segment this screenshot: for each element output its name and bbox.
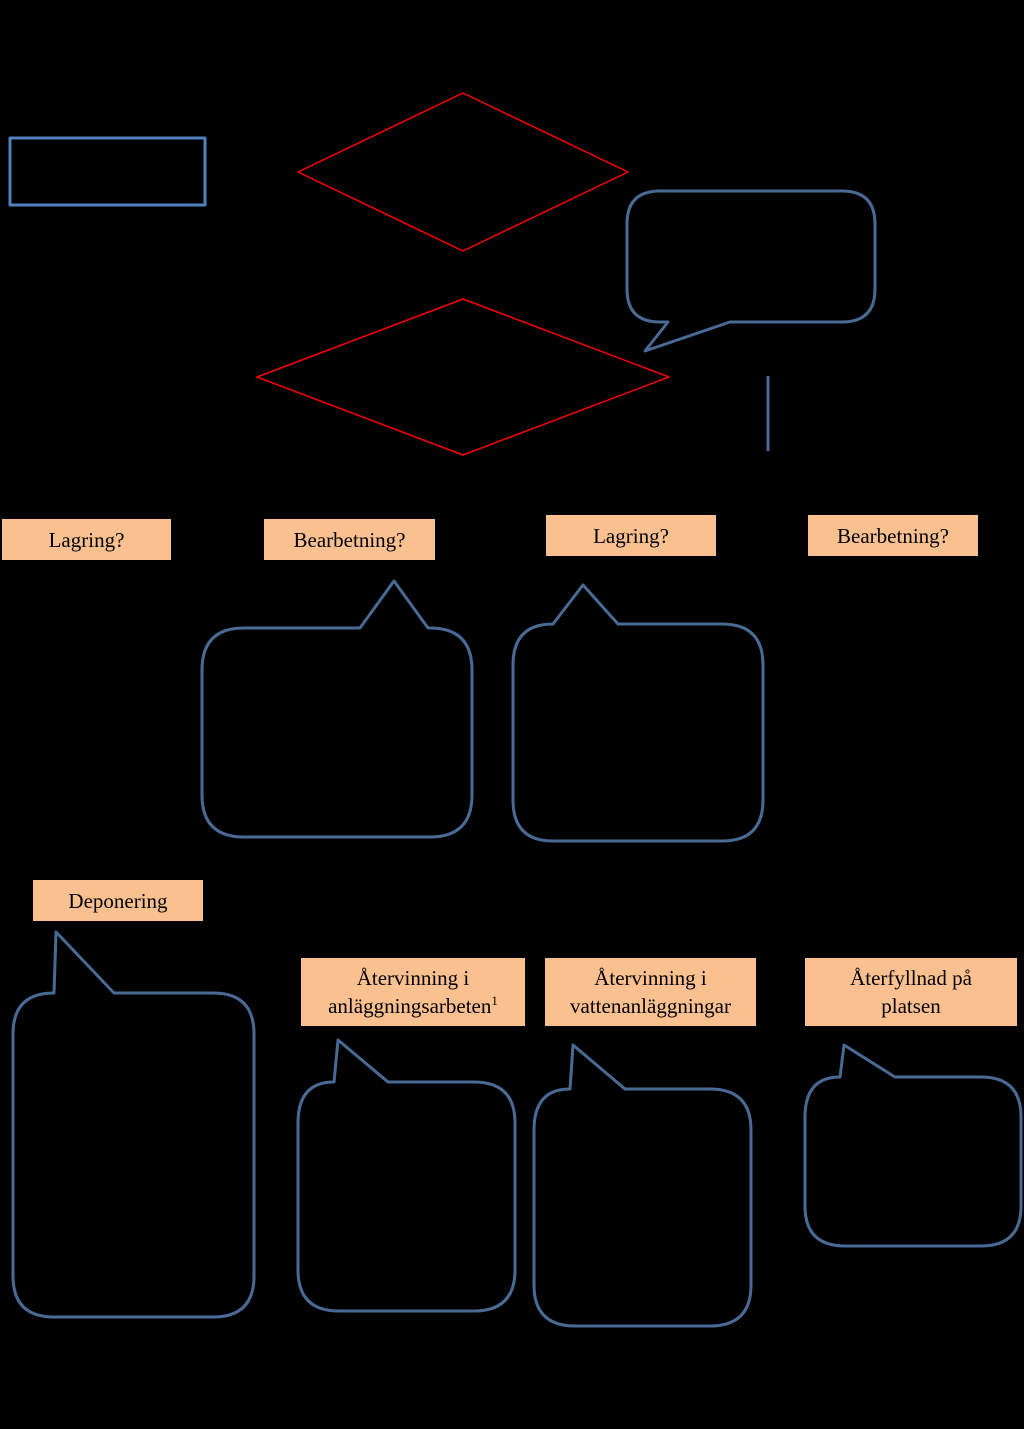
label-box-lagring-2 <box>546 515 716 556</box>
label-box-deponering <box>33 880 203 921</box>
lagring-label-right: Lagring? <box>546 515 716 556</box>
atervinning-anlaggning-line-2: anläggningsarbeten <box>328 994 492 1018</box>
footnote-marker: 1 <box>491 993 498 1008</box>
lagring-text-right: Lagring? <box>593 523 669 548</box>
callout-deponering <box>11 930 256 1319</box>
callout-middle-right <box>511 583 765 843</box>
callout-aterfyllnad <box>803 1043 1023 1248</box>
deponering-label: Deponering <box>33 880 203 921</box>
bearbetning-text-left: Bearbetning? <box>293 527 406 552</box>
aterfyllnad-line-2: platsen <box>881 994 941 1018</box>
atervinning-vatten-line-1: Återvinning i <box>594 966 707 990</box>
decision-diamond-top <box>297 92 629 252</box>
start-rectangle <box>8 136 207 207</box>
atervinning-vatten-line-2: vattenanläggningar <box>570 994 731 1018</box>
deponering-text: Deponering <box>68 888 168 913</box>
aterfyllnad-label: Återfyllnad på platsen <box>805 958 1017 1026</box>
bearbetning-label-right: Bearbetning? <box>808 515 978 556</box>
decision-diamond-middle <box>256 298 670 456</box>
bearbetning-text-right: Bearbetning? <box>837 523 949 548</box>
atervinning-anlaggning-line-1: Återvinning i <box>356 966 470 990</box>
label-box-atervinning-vatten <box>545 958 756 1026</box>
callout-top-right <box>625 189 877 353</box>
atervinning-anlaggning-text: Återvinning i anläggningsarbeten1 <box>328 964 498 1020</box>
label-box-lagring-1 <box>2 519 171 560</box>
atervinning-vatten-text: Återvinning i vattenanläggningar <box>570 964 731 1020</box>
callout-atervinning-vatten <box>532 1043 753 1328</box>
lagring-text-left: Lagring? <box>48 527 125 552</box>
bearbetning-label-left: Bearbetning? <box>264 519 435 560</box>
atervinning-vatten-label: Återvinning i vattenanläggningar <box>545 958 756 1026</box>
label-box-bearbetning-2 <box>808 515 978 556</box>
label-box-bearbetning-1 <box>264 519 435 560</box>
callout-middle-left <box>200 579 474 839</box>
lagring-label-left: Lagring? <box>2 519 171 560</box>
atervinning-anlaggning-label: Återvinning i anläggningsarbeten1 <box>301 958 525 1026</box>
callout-atervinning-anlaggning <box>296 1038 517 1313</box>
aterfyllnad-line-1: Återfyllnad på <box>850 966 972 990</box>
label-box-aterfyllnad <box>805 958 1017 1026</box>
aterfyllnad-text: Återfyllnad på platsen <box>850 964 972 1020</box>
label-box-atervinning-anlaggning <box>301 958 525 1026</box>
